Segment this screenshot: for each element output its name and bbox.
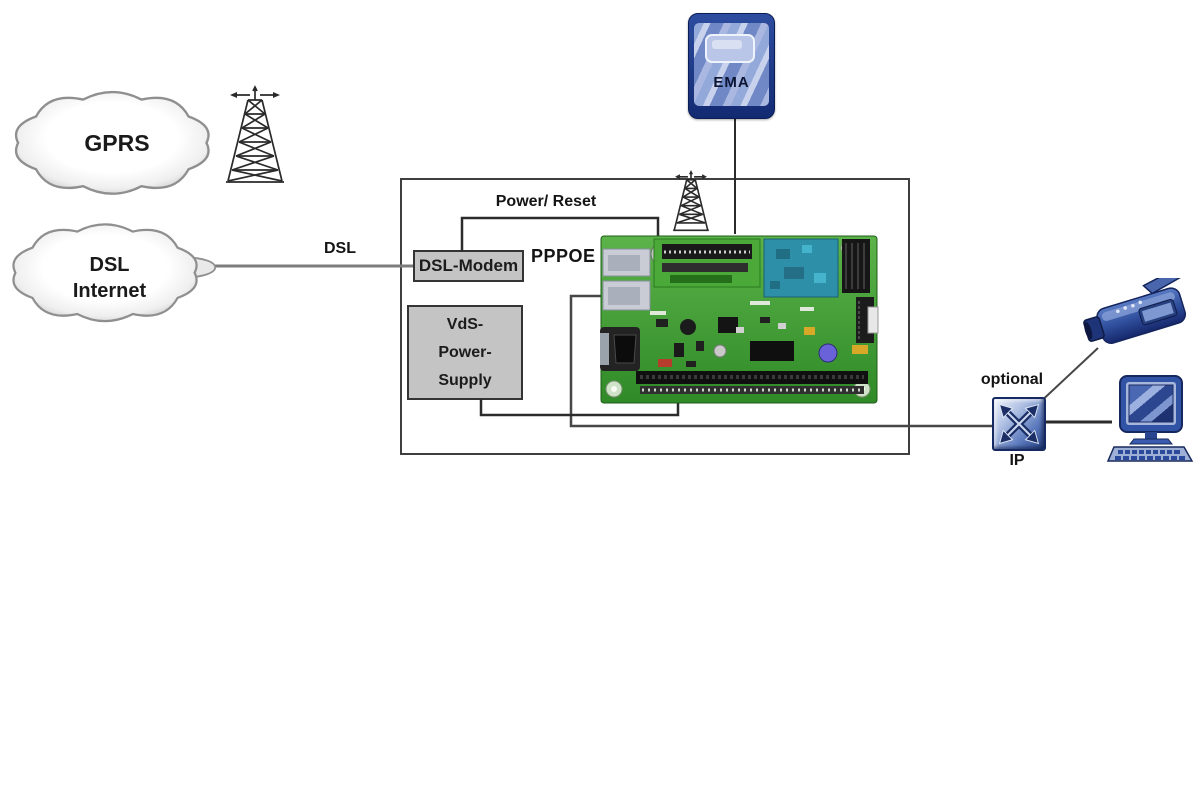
gprs-label: GPRS: [84, 130, 150, 157]
antenna-icon: [673, 170, 709, 232]
dsl-modem-box: DSL-Modem: [413, 250, 524, 282]
dsl-cloud-label-line2: Internet: [72, 280, 147, 302]
dsl-link-label: DSL: [324, 240, 356, 257]
radio-tower-icon: [226, 85, 284, 183]
dsl-cloud-label-line1: DSL: [89, 254, 130, 276]
power-reset-label: Power/ Reset: [495, 193, 597, 210]
ema-device-face: [694, 23, 769, 106]
vds-label-line3: Supply: [438, 371, 492, 389]
optional-label: optional: [980, 371, 1044, 388]
desktop-computer-icon: [1106, 375, 1194, 462]
ema-label: EMA: [713, 74, 750, 92]
system-boundary-box: [400, 178, 910, 455]
switch-arrows: [998, 403, 1040, 445]
video-camera-icon: [1083, 278, 1189, 344]
dsl-cloud-label: DSL Internet: [73, 238, 146, 304]
dsl-internet-cloud: DSL Internet: [2, 212, 217, 330]
vds-power-supply-box: VdS- Power- Supply: [407, 305, 523, 400]
circuit-board-image: [600, 235, 879, 404]
dsl-modem-label: DSL-Modem: [418, 256, 519, 275]
ema-device-icon: EMA: [688, 13, 775, 119]
vds-label-line1: VdS-: [446, 315, 484, 333]
ip-switch-icon: [992, 397, 1046, 451]
pppoe-label: PPPOE: [531, 246, 596, 266]
cloud-shape: [14, 90, 210, 195]
gprs-cloud: GPRS: [4, 82, 230, 200]
vds-label-line2: Power-: [438, 343, 492, 361]
ip-label: IP: [1009, 452, 1025, 469]
cloud-shape: [12, 223, 217, 323]
ema-slot: [705, 34, 755, 63]
